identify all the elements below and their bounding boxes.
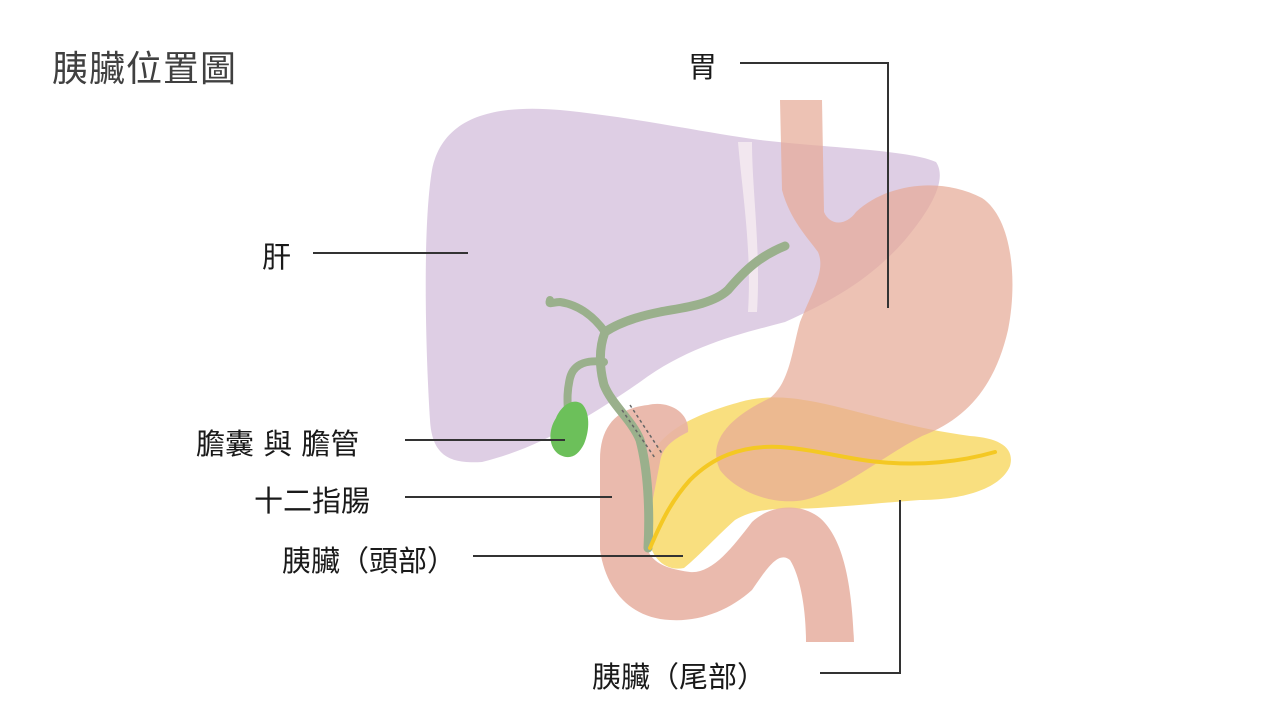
- page-title: 胰臟位置圖: [52, 49, 238, 90]
- pancreas-tail-leader-line: [820, 500, 901, 674]
- duodenum-label: 十二指腸: [254, 484, 371, 518]
- pancreatic-duct: [648, 444, 997, 550]
- stomach-shape: [716, 100, 1013, 502]
- liver-label: 肝: [262, 240, 292, 274]
- duct-dashed-segment-2: [629, 404, 664, 456]
- gallbladder-bile-duct-label: 膽囊 與 膽管: [196, 427, 360, 461]
- hepatic-duct-left: [545, 296, 609, 336]
- duct-dashed-segment: [621, 409, 656, 459]
- pancreas-head-label: 胰臟（頭部）: [282, 544, 457, 578]
- gallbladder-shape: [550, 401, 589, 458]
- pancreas-tail-label: 胰臟（尾部）: [592, 660, 767, 694]
- duodenum-shape: [600, 403, 854, 642]
- leader-lines: [313, 62, 901, 674]
- stomach-leader-line: [740, 62, 889, 308]
- stomach-label: 胃: [688, 50, 718, 84]
